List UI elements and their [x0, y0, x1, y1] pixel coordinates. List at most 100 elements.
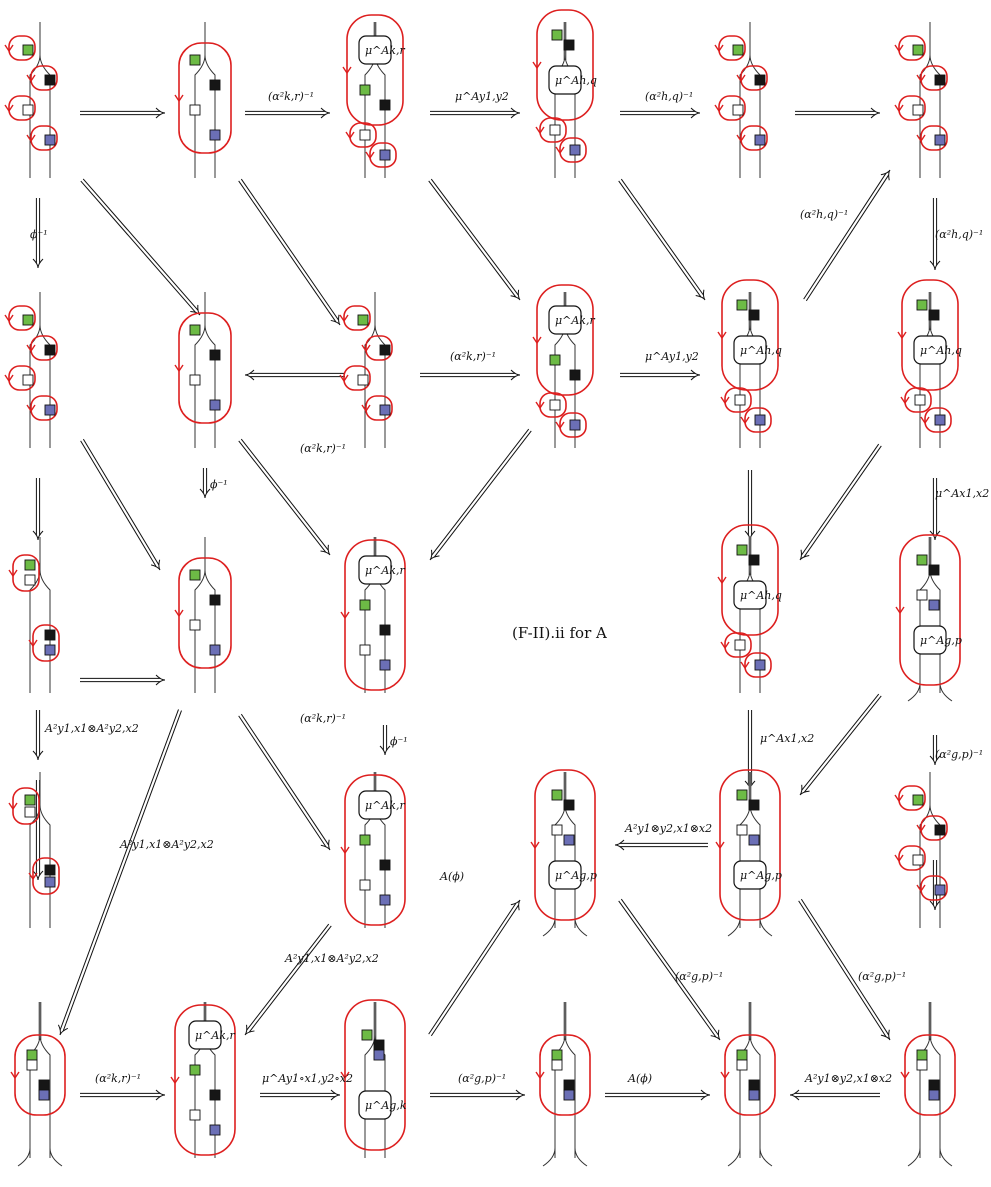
diagram-r2-c4-loop-0 [721, 524, 779, 636]
diagram-r1-c0-square-2 [22, 374, 34, 386]
diagram-r0-c1-square-3 [209, 129, 221, 141]
double-arrow-30 [80, 438, 161, 571]
diagram-r0-c1-square-2 [189, 104, 201, 116]
diagram-r3-c4-square-3 [748, 834, 760, 846]
mu-node-label-gk: μ^Ag,k [365, 1099, 407, 1112]
diagram-r1-c1-square-2 [189, 374, 201, 386]
mu-node-label-gp: μ^Ag,p [555, 869, 597, 882]
mu-node-label-hq: μ^Ah,q [555, 74, 597, 87]
diagram-r2-c0-square-2 [44, 629, 56, 641]
mu-node-kr: μ^Ak,r [358, 790, 405, 820]
diagram-r4-c0 [10, 1002, 66, 1167]
double-arrow-15 [244, 369, 345, 381]
arrow-label-17: A²y1⊗y2,x1⊗x2 [624, 822, 712, 835]
diagram-r3-c0-square-0 [24, 794, 36, 806]
diagram-r3-c5 [894, 772, 948, 928]
diagram-r0-c0-square-3 [44, 134, 56, 146]
double-arrow-20 [260, 1089, 341, 1101]
double-arrow-33 [744, 470, 756, 541]
diagram-r1-c0-square-1 [44, 344, 56, 356]
diagram-r2-c2-square-2 [359, 644, 371, 656]
double-arrow-1 [245, 107, 331, 119]
mu-node-hq: μ^Ah,q [913, 335, 962, 365]
diagram-r4-c0-square-0 [26, 1049, 38, 1061]
diagram-r1-c2-loop-0 [343, 305, 371, 331]
diagram-r0-c3-loop-0 [536, 9, 594, 121]
diagram-r1-c2-square-0 [357, 314, 369, 326]
diagram-r0-c0-loop-0 [8, 35, 36, 61]
diagram-r0-c2-square-1 [379, 99, 391, 111]
double-arrow-24 [789, 1089, 880, 1101]
diagram-r0-c4-square-0 [732, 44, 744, 56]
double-arrow-12 [929, 735, 941, 766]
diagram-r2-c4-loop-1 [724, 632, 752, 658]
diagram-r1-c4: μ^Ah,q [717, 279, 782, 448]
diagram-r3-c5-loop-3 [920, 875, 948, 901]
double-arrow-27 [428, 178, 521, 301]
mu-node-label-hq: μ^Ah,q [740, 344, 782, 357]
diagram-r2-c0-square-3 [44, 644, 56, 656]
diagram-r4-c5-square-2 [928, 1079, 940, 1091]
diagram-r2-c0 [8, 537, 60, 693]
double-arrow-32 [429, 428, 532, 561]
diagram-r2-c2-square-0 [359, 599, 371, 611]
mu-node-label-hq: μ^Ah,q [920, 344, 962, 357]
diagram-r0-c0-square-2 [22, 104, 34, 116]
mu-node-hq: μ^Ah,q [733, 335, 782, 365]
double-arrow-36 [238, 713, 331, 851]
diagram-r1-c1-loop-0 [178, 312, 232, 424]
diagram-r2-c5-square-2 [916, 589, 928, 601]
diagram-r2-c4-square-1 [748, 554, 760, 566]
diagram-r2-c0-square-1 [24, 574, 36, 586]
diagram-r0-c2-square-0 [359, 84, 371, 96]
diagram-r1-c4-loop-0 [721, 279, 779, 391]
diagram-r3-c4-square-2 [736, 824, 748, 836]
diagram-r1-c0-square-3 [44, 404, 56, 416]
diagram-r3-c2: μ^Ak,r [340, 772, 406, 928]
diagram-r0-c2-square-3 [379, 149, 391, 161]
diagram-r0-c3-square-2 [549, 124, 561, 136]
arrow-label-20: (α²g,p)⁻¹ [858, 970, 906, 983]
diagram-r2-c5-loop-0 [899, 534, 961, 686]
diagram-r4-c1-square-3 [209, 1124, 221, 1136]
diagram-r2-c0-loop-0 [12, 554, 40, 592]
diagram-r1-c5-loop-0 [901, 279, 959, 391]
diagram-r4-c3 [535, 1002, 591, 1167]
mu-node-label-kr: μ^Ak,r [365, 564, 405, 577]
diagram-r0-c2-loop-0 [346, 14, 404, 126]
diagram-r3-c0-square-3 [44, 876, 56, 888]
arrow-label-0: (α²k,r)⁻¹ [268, 90, 314, 103]
double-arrow-35 [57, 709, 182, 1036]
diagram-r4-c4-square-1 [736, 1059, 748, 1071]
diagram-r3-c4-loop-0 [719, 769, 781, 921]
diagram-r2-c2: μ^Ak,r [340, 537, 406, 693]
mu-node-hq: μ^Ah,q [733, 580, 782, 610]
diagram-r1-c3-loop-0 [536, 284, 594, 396]
mu-node-label-kr: μ^Ak,r [365, 44, 405, 57]
mu-node-kr: μ^Ak,r [548, 305, 595, 335]
diagram-r4-c5-square-1 [916, 1059, 928, 1071]
double-arrow-16 [420, 369, 521, 381]
diagram-r4-c5-square-3 [928, 1089, 940, 1101]
diagram-r0-c4-square-2 [732, 104, 744, 116]
arrow-label-11: (α²k,r)⁻¹ [300, 712, 346, 725]
arrow-label-8: (α²k,r)⁻¹ [300, 442, 346, 455]
diagram-r1-c2-square-1 [379, 344, 391, 356]
diagram-r1-c0 [4, 292, 58, 448]
diagram-r0-c5-square-1 [934, 74, 946, 86]
diagram-r1-c1-square-3 [209, 399, 221, 411]
double-arrow-34 [799, 443, 882, 561]
arrow-label-4: (α²h,q)⁻¹ [935, 228, 983, 241]
mu-node-kr: μ^Ak,r [188, 1020, 235, 1050]
diagram-r4-c3-square-2 [563, 1079, 575, 1091]
arrow-label-13: A²y1,x1⊗A²y2,x2 [44, 722, 139, 735]
diagram-r1-c5-square-3 [934, 414, 946, 426]
mu-node-label-kr: μ^Ak,r [195, 1029, 235, 1042]
diagram-r4-c4-square-0 [736, 1049, 748, 1061]
diagram-r1-c2-square-3 [379, 404, 391, 416]
arrow-label-22: (α²k,r)⁻¹ [95, 1072, 141, 1085]
diagram-r4-c0-loop-0 [14, 1034, 66, 1116]
double-arrow-5 [32, 198, 44, 269]
diagram-r1-c1-square-0 [189, 324, 201, 336]
diagram-r3-c5-square-3 [934, 884, 946, 896]
